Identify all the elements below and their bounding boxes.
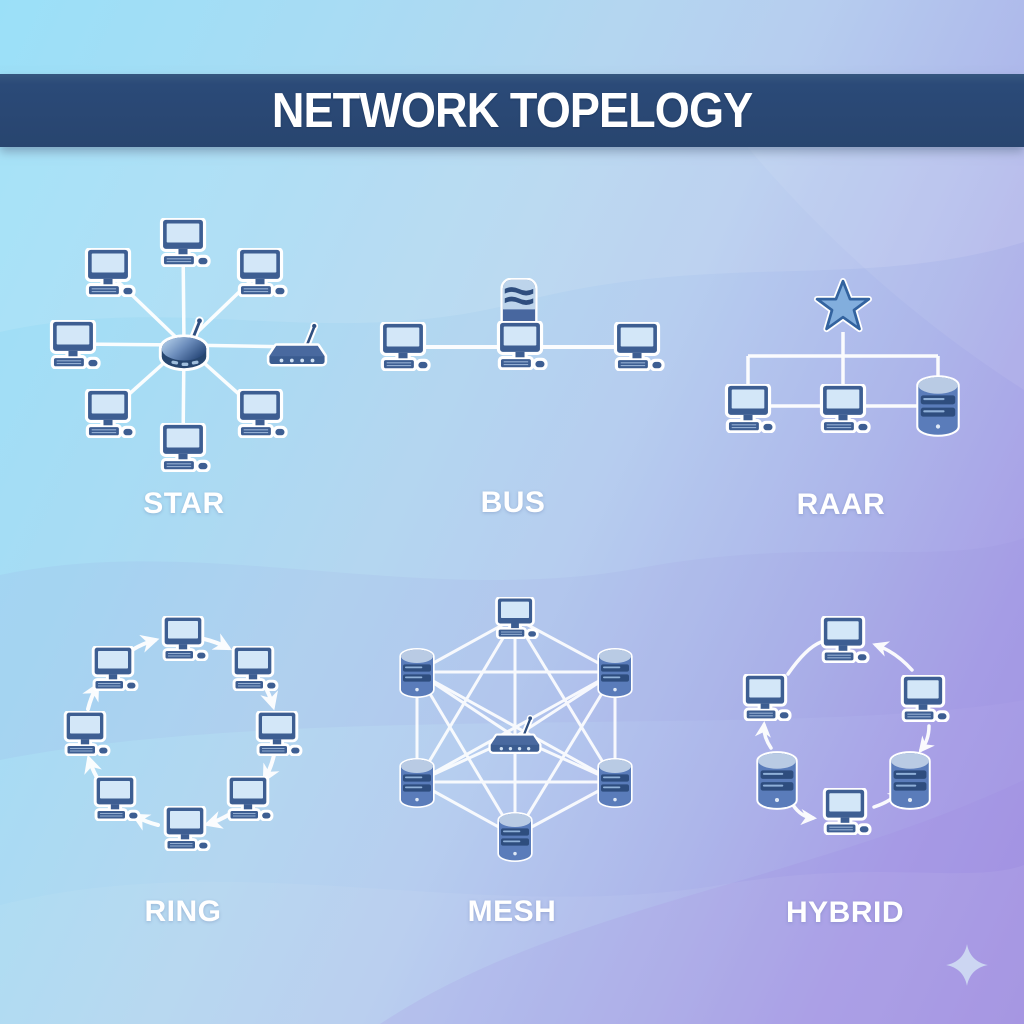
computer-icon — [53, 322, 97, 366]
computer-icon — [165, 618, 206, 659]
topology-label-star: STAR — [143, 487, 225, 520]
computer-icon — [383, 324, 427, 368]
server-icon — [399, 757, 435, 809]
topology-label-hybrid: HYBRID — [785, 896, 905, 929]
computer-icon — [235, 648, 276, 689]
computer-icon — [240, 391, 284, 435]
wave-shape — [380, 780, 1024, 1024]
computer-icon — [163, 220, 207, 264]
computer-icon — [500, 323, 544, 367]
computer-icon — [617, 324, 661, 368]
topology-label-ring: RING — [144, 895, 222, 928]
computer-icon — [67, 713, 108, 754]
server-icon — [889, 751, 931, 810]
computer-icon — [95, 648, 136, 689]
topology-label-bus: BUS — [480, 486, 546, 519]
wave-shape — [0, 865, 1024, 1024]
computer-icon — [826, 790, 869, 833]
hybrid-topology-diagram — [746, 618, 947, 833]
title-banner: NETWORK TOPELOGY — [0, 74, 1024, 147]
computer-icon — [97, 778, 138, 819]
star-topology-diagram — [53, 220, 325, 469]
mesh-topology-diagram — [399, 599, 633, 863]
sparkle-icon — [946, 944, 988, 986]
computer-icon — [823, 386, 867, 430]
wave-shape — [690, 74, 1024, 390]
router-icon — [269, 322, 324, 364]
computer-icon — [88, 250, 132, 294]
computer-icon — [230, 778, 271, 819]
computer-icon — [163, 425, 207, 469]
computer-icon — [167, 808, 208, 849]
bus-topology-diagram — [383, 280, 661, 368]
computer-icon — [728, 386, 772, 430]
computer-icon — [824, 618, 867, 661]
server-icon — [597, 757, 633, 809]
server-icon — [597, 647, 633, 699]
server-icon — [756, 751, 798, 810]
hybrid-arrows — [754, 640, 935, 826]
topology-label-mesh: MESH — [467, 895, 557, 928]
computer-icon — [259, 713, 300, 754]
computer-icon — [904, 677, 947, 720]
server-icon — [497, 811, 533, 863]
page-title: NETWORK TOPELOGY — [271, 83, 753, 138]
computer-icon — [88, 391, 132, 435]
computer-icon — [746, 676, 789, 719]
mesh-links — [415, 616, 617, 838]
computer-icon — [240, 250, 284, 294]
ring-topology-diagram — [67, 618, 300, 849]
server-icon — [918, 377, 957, 434]
server-icon — [399, 647, 435, 699]
topology-label-raar: RAAR — [796, 488, 886, 521]
star-shape-icon — [817, 281, 869, 329]
computer-icon — [498, 599, 536, 637]
raar-topology-diagram — [728, 281, 958, 435]
